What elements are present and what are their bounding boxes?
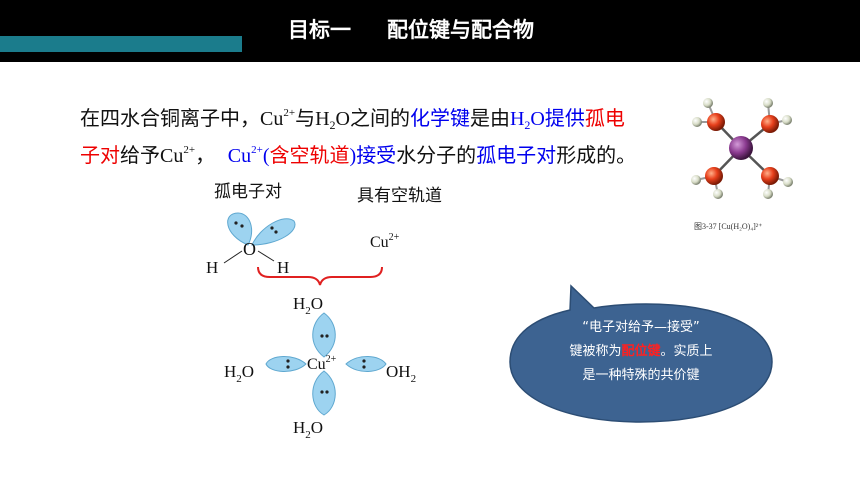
text-segment: 水分子的 bbox=[396, 143, 477, 167]
term-chemical-bond: 化学键 bbox=[409, 106, 470, 130]
water-oxygen: O bbox=[243, 239, 256, 259]
water-hydrogen-1: H bbox=[206, 258, 218, 277]
term-provide: 提供 bbox=[544, 106, 585, 130]
text-segment: 给予 bbox=[120, 143, 160, 167]
term-lone-pair: 孤电 bbox=[584, 106, 625, 130]
callout-line-3: 是一种特殊的共价键 bbox=[582, 368, 700, 383]
complex-center-copper: Cu2+ bbox=[307, 354, 337, 373]
text-segment: 与 bbox=[295, 106, 316, 130]
text-segment: 在四水合铜离子中， bbox=[80, 106, 260, 130]
charge: 2+ bbox=[183, 144, 196, 156]
text-segment: 之间的 bbox=[349, 106, 410, 130]
text-segment: 是由 bbox=[469, 106, 510, 130]
label-empty-orbital: 具有空轨道 bbox=[357, 186, 442, 206]
coordination-diagram: 孤电子对 具有空轨道 O H H Cu2+ H2O Cu2+ H2O OH2 H… bbox=[206, 182, 442, 441]
page-title: 目标一 配位键与配合物 bbox=[288, 14, 534, 46]
header-accent-stripe bbox=[0, 36, 242, 52]
formula-cu: Cu bbox=[260, 108, 284, 130]
term-empty-orbital: 含空轨道 bbox=[269, 143, 350, 167]
formula-cu: Cu bbox=[227, 145, 252, 167]
subscript: 2 bbox=[329, 118, 336, 132]
title-part-1: 目标一 bbox=[288, 18, 351, 42]
figure-caption: 图3-37 [Cu(H₂O)₄]²⁺ bbox=[694, 222, 763, 231]
paren: ( bbox=[262, 145, 270, 167]
text-segment: 形成的。 bbox=[556, 143, 637, 167]
text-segment: ， bbox=[195, 143, 216, 167]
ligand-left: H2O bbox=[224, 362, 254, 385]
complex-ion-model-image bbox=[691, 98, 793, 199]
label-lone-pair: 孤电子对 bbox=[214, 182, 282, 202]
formula-cu: Cu bbox=[160, 145, 184, 167]
paragraph-line-1: 在四水合铜离子中，Cu2+与H2O之间的化学键是由H2O提供孤电 bbox=[80, 99, 680, 139]
term-accept: 接受 bbox=[356, 143, 397, 167]
callout-text: “电子对给予—接受” 键被称为配位键。实质上 是一种特殊的共价键 bbox=[530, 316, 752, 388]
callout-line-2: 键被称为配位键。实质上 bbox=[569, 344, 713, 359]
ligand-bottom: H2O bbox=[293, 418, 323, 441]
paragraph-line-2: 子对给予Cu2+， Cu2+(含空轨道)接受水分子的孤电子对形成的。 bbox=[80, 136, 680, 170]
paren: ) bbox=[349, 145, 357, 167]
term-lone-pair: 孤电子对 bbox=[476, 143, 557, 167]
charge: 2+ bbox=[283, 107, 296, 119]
title-part-2: 配位键与配合物 bbox=[387, 18, 534, 42]
callout-line-1: “电子对给予—接受” bbox=[582, 320, 700, 335]
formula-o: O bbox=[335, 108, 350, 130]
term-coordinate-bond: 配位键 bbox=[621, 344, 661, 359]
callout-bubble bbox=[509, 284, 773, 423]
ligand-right: OH2 bbox=[386, 362, 416, 385]
water-hydrogen-2: H bbox=[277, 258, 289, 277]
subscript: 2 bbox=[524, 118, 531, 132]
water-lone-pair-lobes bbox=[227, 212, 296, 246]
complex-orbital-lobes bbox=[265, 312, 387, 416]
term-lone-pair: 子对 bbox=[80, 143, 120, 167]
ligand-top: H2O bbox=[293, 294, 323, 317]
copper-ion: Cu2+ bbox=[370, 232, 400, 251]
charge: 2+ bbox=[251, 144, 263, 156]
formula-h: H bbox=[315, 108, 330, 130]
brace-bracket bbox=[257, 266, 383, 286]
formula-h: H bbox=[509, 108, 525, 130]
formula-o: O bbox=[530, 108, 545, 130]
